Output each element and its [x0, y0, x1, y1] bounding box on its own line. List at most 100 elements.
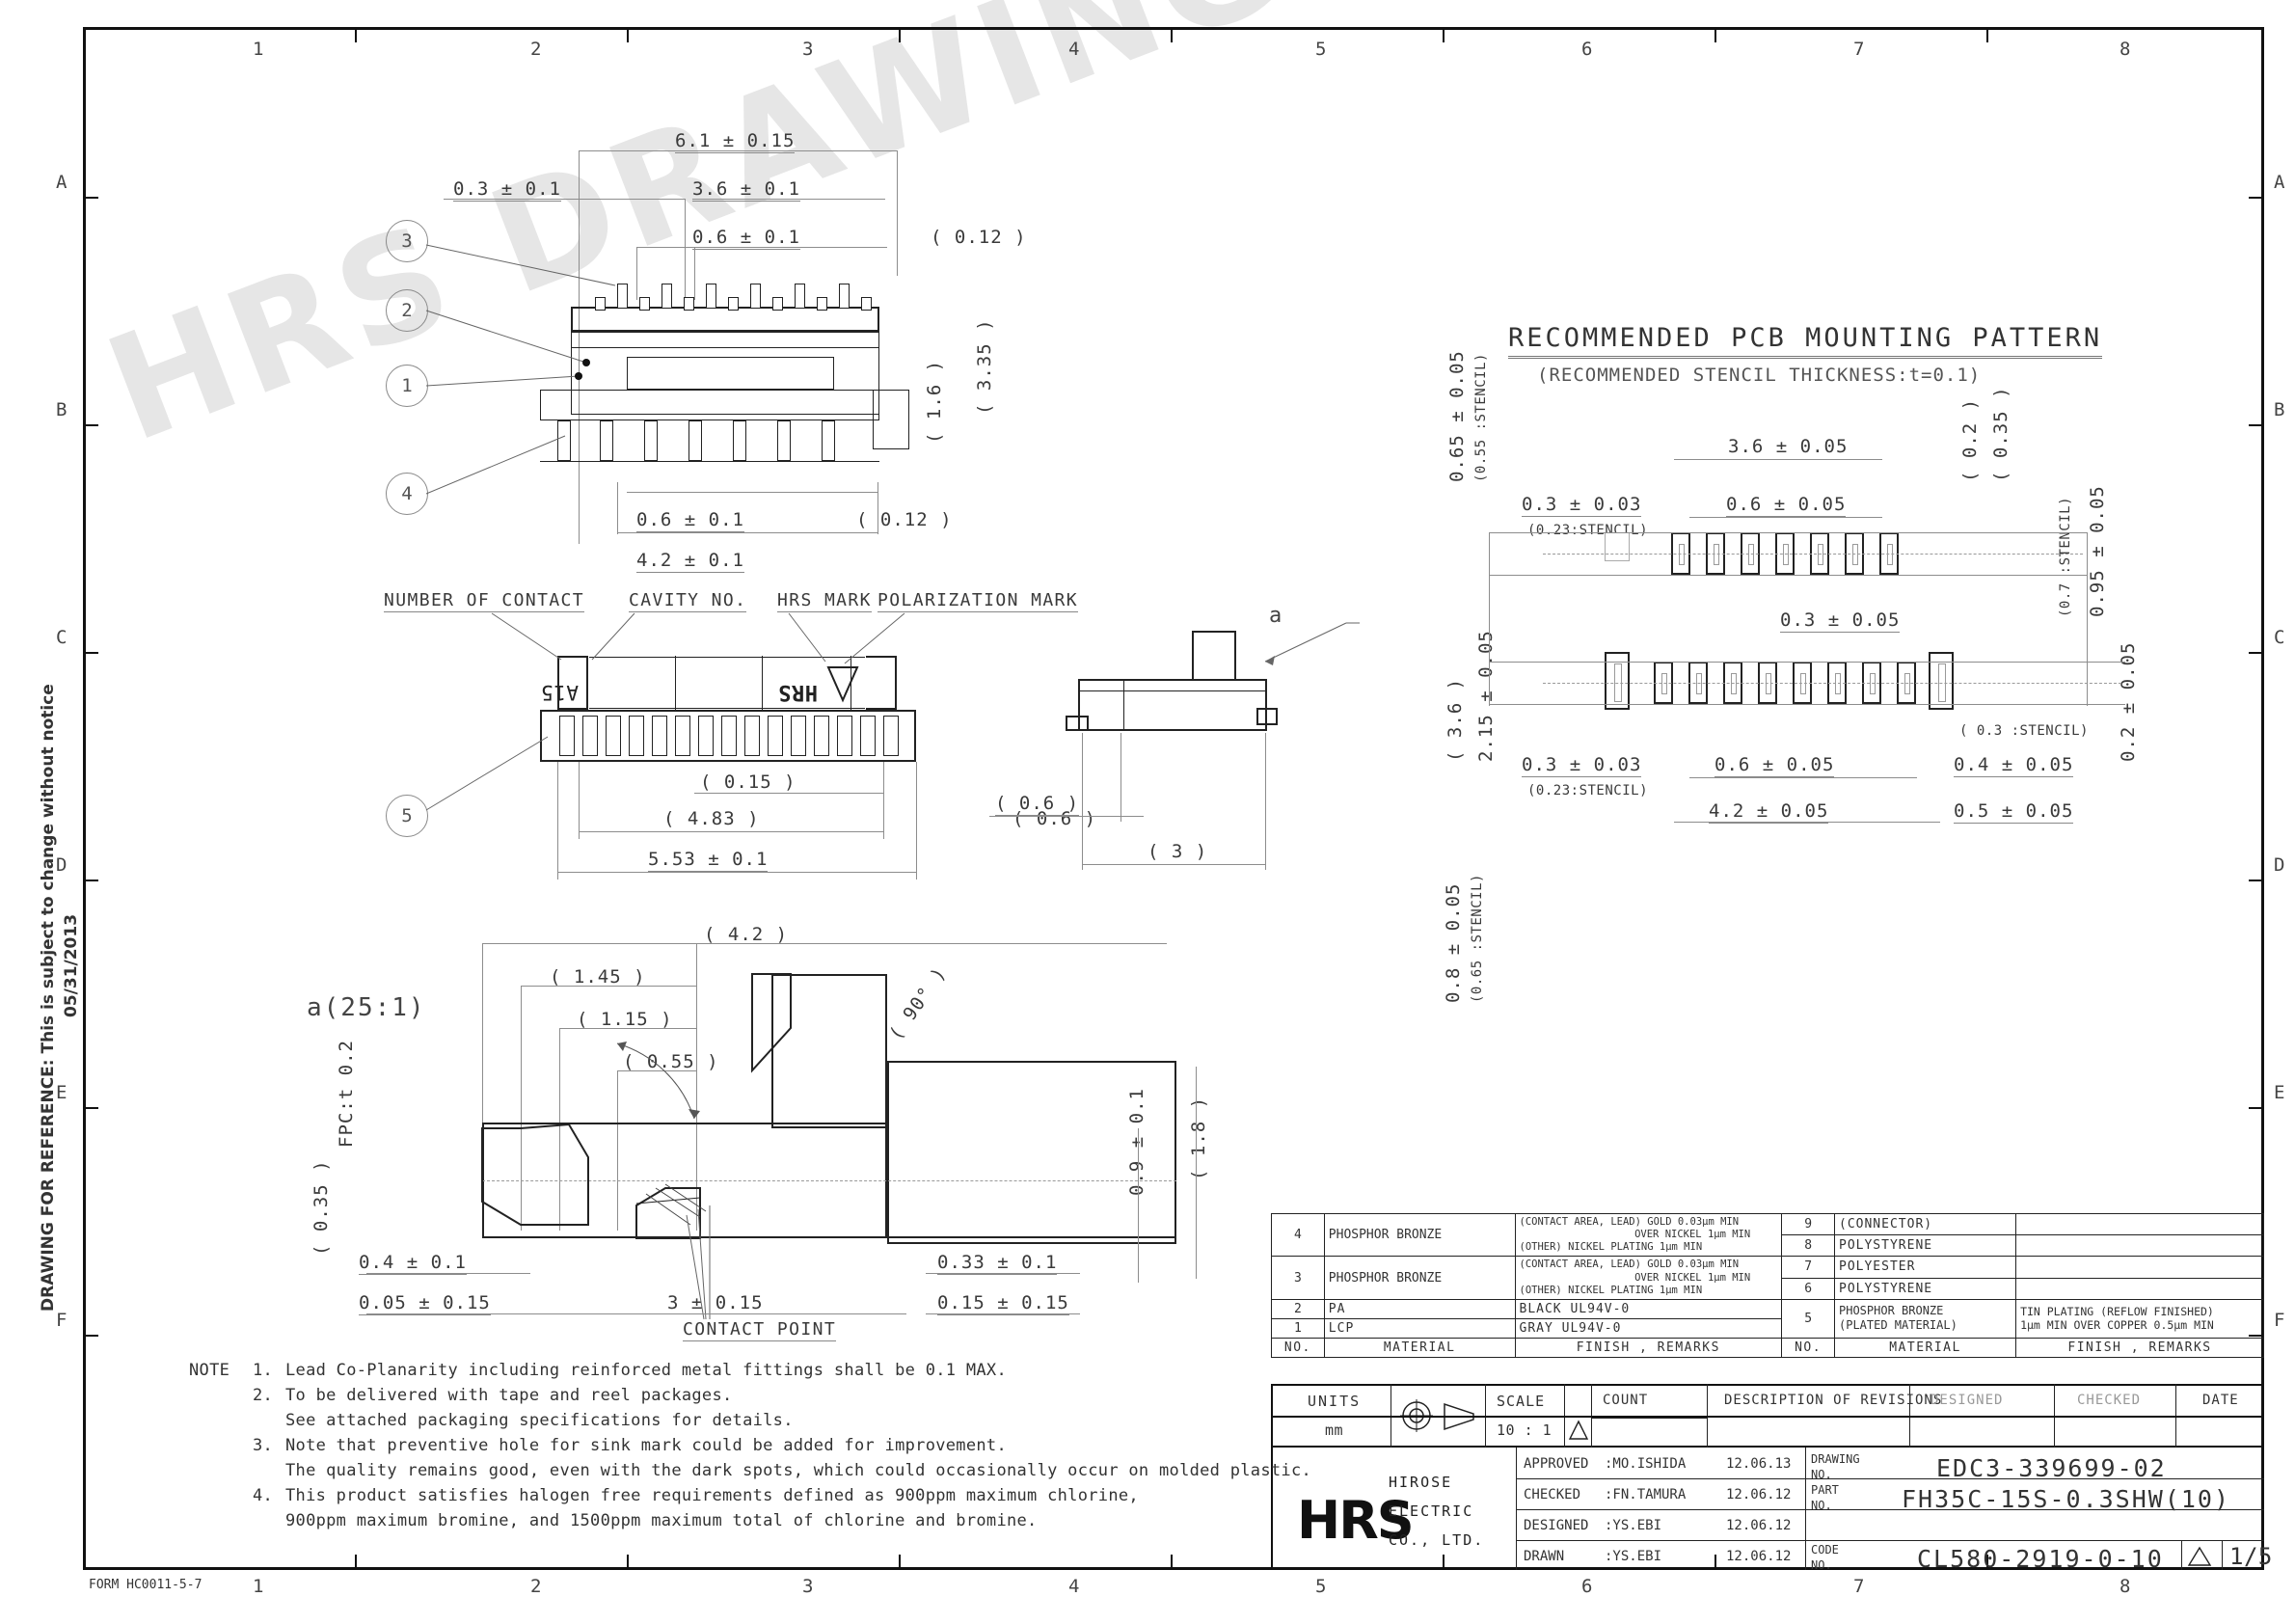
hdr-no-right: NO. [1781, 1337, 1835, 1358]
note-text-1-1: Lead Co-Planarity including reinforced m… [285, 1361, 1007, 1380]
dim-plan-overall-553: 5.53 ± 0.1 [648, 849, 769, 872]
mat-material-3: PHOSPHOR BRONZE [1323, 1256, 1516, 1300]
note-num-1: 1. [253, 1361, 274, 1380]
mat-no-8: 8 [1781, 1234, 1835, 1258]
hdr-material-right: MATERIAL [1833, 1337, 2017, 1358]
date-col-label: DATE [2202, 1393, 2239, 1408]
zone-left-F: F [56, 1310, 68, 1331]
dim-pcb-top-06: 0.6 ± 0.05 [1726, 494, 1847, 517]
dim-pcb-bot-06: 0.6 ± 0.05 [1714, 754, 1835, 777]
zone-left-D: D [56, 854, 68, 876]
zone-bot-8: 8 [2120, 1576, 2131, 1597]
title-block [1271, 1416, 2264, 1570]
dim-pcb-bot-42: 4.2 ± 0.05 [1709, 800, 1829, 824]
mat-no-7: 7 [1781, 1256, 1835, 1279]
zone-left-C: C [56, 627, 68, 648]
description-of-revisions-label: DESCRIPTION OF REVISIONS [1724, 1393, 1943, 1408]
zone-left-A: A [56, 172, 68, 193]
dim-pcb-bot-03-sub: (0.23:STENCIL) [1527, 783, 1649, 798]
mat-material-2: PA [1323, 1298, 1516, 1319]
note-text-4-1: This product satisfies halogen free requ… [285, 1486, 1139, 1505]
dim-pcb-215: 2.15 ± 0.05 [1475, 630, 1497, 762]
mat-finish-1: GRAY UL94V-0 [1514, 1317, 1783, 1339]
material-row-6: 6 POLYSTYRENE [1272, 1277, 2264, 1300]
mat-finish-5: TIN PLATING (REFLOW FINISHED) 1µm MIN OV… [2015, 1298, 2264, 1339]
part-no-value: FH35C-15S-0.3SHW(10) [1902, 1485, 2231, 1513]
approved-date: 12.06.13 [1726, 1456, 1792, 1472]
dim-pcb-top-02: ( 0.2 ) [1959, 397, 1981, 482]
part-no-label-2: NO. [1811, 1499, 1832, 1512]
sheet-revision-triangle-icon [2187, 1546, 2212, 1566]
polarization-triangle-icon [826, 666, 859, 703]
pcb-pattern-subtitle: (RECOMMENDED STENCIL THICKNESS:t=0.1) [1537, 365, 1982, 386]
dim-pcb-bot-03: 0.3 ± 0.03 [1522, 754, 1642, 777]
zone-top-6: 6 [1581, 39, 1593, 60]
material-row-4: 4 PHOSPHOR BRONZE (CONTACT AREA, LEAD) G… [1271, 1212, 2264, 1258]
mat-material-5: PHOSPHOR BRONZE (PLATED MATERIAL) [1833, 1298, 2017, 1339]
drawn-date: 12.06.12 [1726, 1549, 1792, 1564]
balloon-3: 3 [386, 220, 428, 262]
hdr-no-left: NO. [1271, 1337, 1325, 1358]
dim-pcb-055-stencil: (0.55 :STENCIL) [1473, 353, 1489, 482]
mat-finish-3: (CONTACT AREA, LEAD) GOLD 0.03µm MIN OVE… [1514, 1256, 1783, 1300]
scale-value: 10 : 1 [1497, 1421, 1552, 1439]
mat-material-4: PHOSPHOR BRONZE [1323, 1212, 1516, 1258]
mat-no-2: 2 [1271, 1298, 1325, 1319]
note-text-3-2: The quality remains good, even with the … [285, 1461, 1312, 1480]
dim-pcb-top-035: ( 0.35 ) [1990, 386, 2012, 482]
balloon-4: 4 [386, 473, 428, 515]
dim-pcb-top-36: 3.6 ± 0.05 [1728, 436, 1849, 457]
pcb-stencil-ref-left [1605, 532, 1630, 561]
dim-pcb-065-stencil: (0.65 :STENCIL) [1470, 874, 1485, 1003]
balloon-leader-lines [425, 244, 616, 495]
mat-no-4: 4 [1271, 1212, 1325, 1258]
dim-lower-width-012: ( 0.12 ) [856, 509, 953, 530]
callout-number-of-contact: NUMBER OF CONTACT [384, 590, 585, 612]
drawn-name: :YS.EBI [1605, 1549, 1662, 1564]
hdr-finish-left: FINISH , REMARKS [1514, 1337, 1783, 1358]
part-no-label-1: PART [1811, 1483, 1839, 1497]
note-text-4-2: 900ppm maximum bromine, and 1500ppm maxi… [285, 1511, 1038, 1530]
mat-material-7: POLYESTER [1833, 1256, 2017, 1279]
notes-block: NOTE 1. Lead Co-Planarity including rein… [189, 1358, 1311, 1533]
dim-pcb-07-stencil: (0.7 :STENCIL) [2058, 496, 2073, 617]
code-no-label-1: CODE [1811, 1543, 1839, 1556]
plan-leader-lines [491, 612, 905, 664]
drawing-no-value: EDC3-339699-02 [1936, 1454, 2167, 1482]
dim-side-depth-3: ( 3 ) [1148, 841, 1208, 862]
pcb-anchor-pad-left [1605, 652, 1630, 710]
mat-finish-9 [2015, 1212, 2264, 1236]
label-contact-point: CONTACT POINT [683, 1319, 837, 1341]
dim-detail-035: ( 0.35 ) [310, 1159, 332, 1256]
materials-header-row: NO. MATERIAL FINISH , REMARKS NO. MATERI… [1271, 1337, 2264, 1358]
dim-overall-61: 6.1 ± 0.15 [675, 130, 796, 153]
mat-finish-7 [2015, 1256, 2264, 1279]
mat-no-5: 5 [1781, 1298, 1835, 1339]
dim-pitch-06: 0.6 ± 0.1 [692, 227, 800, 250]
zone-bot-6: 6 [1581, 1576, 1593, 1597]
dim-pcb-bot-02: 0.2 ± 0.05 [2118, 641, 2139, 762]
pcb-anchor-pad-right [1929, 652, 1954, 710]
callout-polarization-mark: POLARIZATION MARK [878, 590, 1079, 612]
zone-bot-5: 5 [1315, 1576, 1327, 1597]
checked-name: :FN.TAMURA [1605, 1487, 1687, 1502]
zone-top-8: 8 [2120, 39, 2131, 60]
projection-symbol-cone-icon [1444, 1402, 1474, 1431]
units-value: mm [1325, 1421, 1344, 1439]
mat-finish-4: (CONTACT AREA, LEAD) GOLD 0.03µm MIN OVE… [1514, 1212, 1783, 1258]
designed-date: 12.06.12 [1726, 1518, 1792, 1533]
zone-right-F: F [2274, 1310, 2285, 1331]
code-no-label-2: NO. [1811, 1558, 1832, 1572]
checked-col-label: CHECKED [2077, 1393, 2142, 1408]
mat-material-6: POLYSTYRENE [1833, 1277, 2017, 1300]
dim-edge-03: 0.3 ± 0.1 [453, 178, 561, 202]
code-no-value: CL580-2919-0-10 [1917, 1545, 2164, 1573]
note-text-3-1: Note that preventive hole for sink mark … [285, 1436, 1007, 1455]
mat-no-9: 9 [1781, 1212, 1835, 1236]
mat-material-8: POLYSTYRENE [1833, 1234, 2017, 1258]
scale-label: SCALE [1497, 1393, 1546, 1410]
dim-detail-04: 0.4 ± 0.1 [359, 1252, 467, 1275]
count-label: COUNT [1603, 1393, 1649, 1408]
dim-detail-42: ( 4.2 ) [704, 924, 789, 945]
zone-top-1: 1 [253, 39, 264, 60]
